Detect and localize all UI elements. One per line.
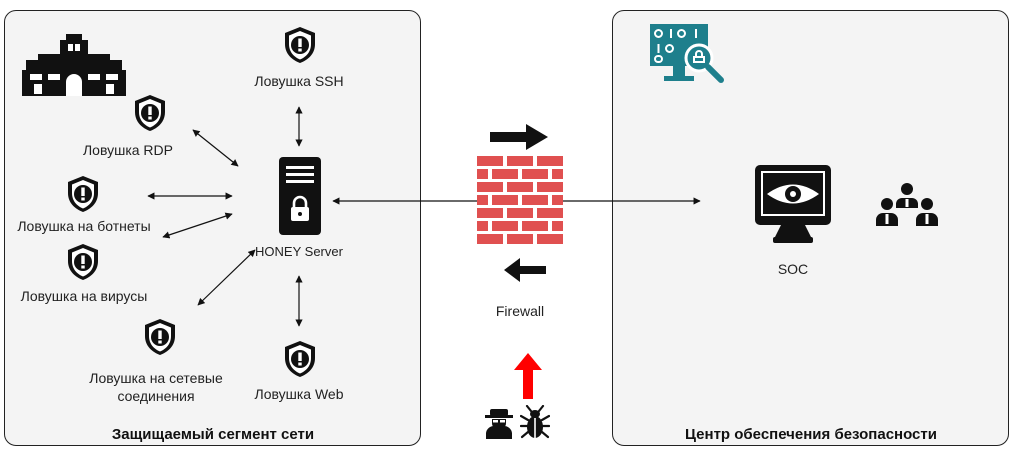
shield-alert-icon [68, 176, 98, 212]
eye-monitor-icon [755, 165, 831, 243]
right-zone-title: Центр обеспечения безопасности [685, 426, 937, 443]
shield-alert-icon [145, 319, 175, 355]
government-building-icon [22, 34, 126, 96]
attack-arrow-icon [514, 353, 542, 399]
trap-label-network: Ловушка на сетевые соединения [89, 370, 223, 404]
shield-alert-icon [135, 95, 165, 131]
trap-label-rdp: Ловушка RDP [82, 142, 174, 158]
server-label: HONEY Server [255, 244, 343, 259]
trap-label-viruses: Ловушка на вирусы [20, 288, 148, 304]
shield-alert-icon [285, 341, 315, 377]
arrow-right-icon [490, 124, 548, 150]
hacker-icon [485, 409, 513, 439]
link-rdp [192, 129, 239, 167]
link-viruses [197, 249, 256, 306]
firewall-label: Firewall [495, 303, 545, 319]
bug-icon [520, 405, 550, 439]
brick-wall-icon [477, 155, 563, 249]
analyst-team-icon [876, 183, 938, 226]
trap-label-ssh: Ловушка SSH [254, 73, 344, 89]
server-lock-icon [279, 157, 321, 235]
link-botnets-2 [162, 212, 233, 239]
arrow-left-icon [504, 258, 546, 282]
trap-label-web: Ловушка Web [254, 386, 344, 402]
security-center-zone [612, 10, 1009, 446]
shield-alert-icon [285, 27, 315, 63]
security-analytics-monitor-icon [650, 24, 724, 83]
shield-alert-icon [68, 244, 98, 280]
trap-label-botnets: Ловушка на ботнеты [17, 218, 151, 234]
soc-label: SOC [777, 261, 809, 277]
left-zone-title: Защищаемый сегмент сети [111, 426, 315, 443]
